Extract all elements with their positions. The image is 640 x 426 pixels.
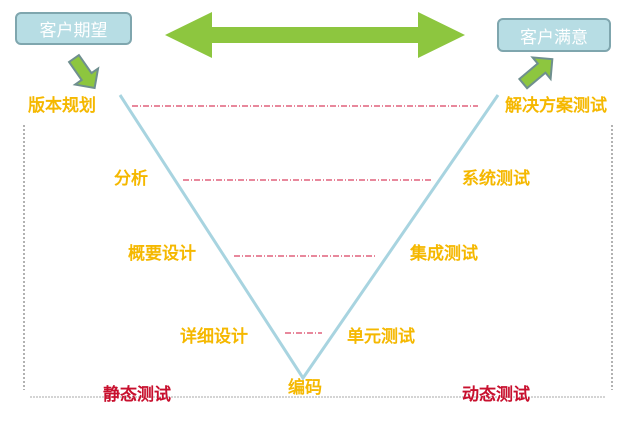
dynamic-test-label: 动态测试 (462, 385, 530, 405)
left-label-1: 版本规划 (28, 96, 96, 116)
coding-label: 编码 (288, 378, 322, 398)
static-test-label: 静态测试 (103, 385, 171, 405)
right-label-4: 单元测试 (347, 327, 415, 347)
right-label-1: 解决方案测试 (505, 96, 607, 116)
customer-expectation-box: 客户期望 (15, 12, 132, 45)
double-arrow-icon (165, 12, 465, 58)
right-label-3: 集成测试 (410, 244, 478, 264)
left-label-3: 概要设计 (128, 244, 196, 264)
up-arrow-icon (517, 56, 554, 90)
v-line (118, 94, 500, 381)
left-label-2: 分析 (114, 169, 148, 189)
level-links (132, 105, 478, 334)
customer-satisfaction-box: 客户满意 (497, 18, 611, 52)
left-label-4: 详细设计 (180, 327, 248, 347)
right-label-2: 系统测试 (462, 169, 530, 189)
down-arrow-icon (67, 53, 100, 90)
